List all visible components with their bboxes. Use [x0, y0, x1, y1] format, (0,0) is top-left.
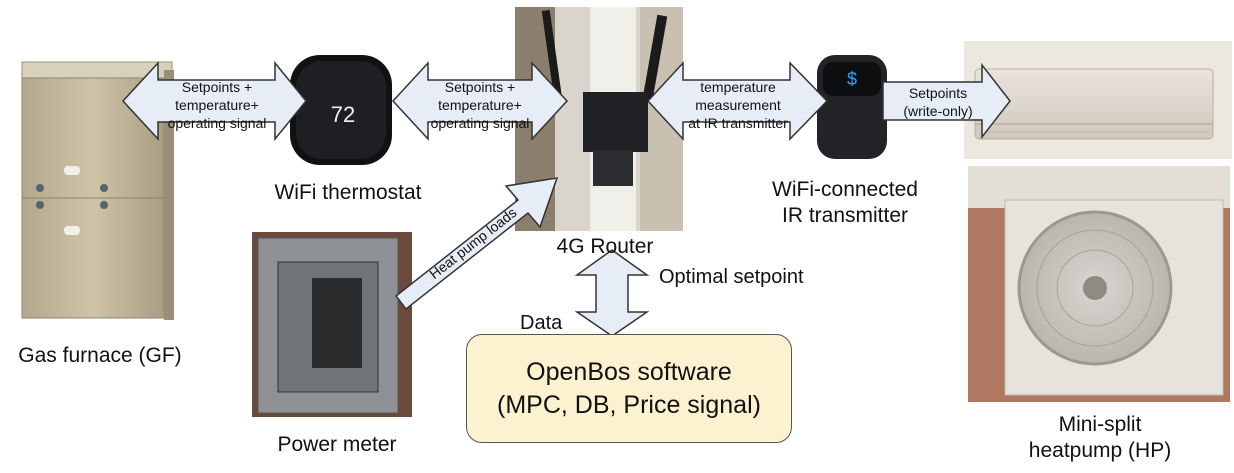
- arrow-furnace-thermostat: [121, 60, 307, 142]
- data-label: Data: [520, 312, 563, 334]
- arrow-label-furnace-thermostat: Setpoints + temperature+ operating signa…: [167, 79, 267, 131]
- ir-transmitter-image: $: [817, 55, 887, 159]
- thermostat-caption: WiFi thermostat: [274, 181, 422, 204]
- power-meter-image: [252, 232, 412, 417]
- optimal-setpoint-label: Optimal setpoint: [659, 266, 804, 288]
- thermostat-display: 72: [331, 102, 355, 127]
- wifi-thermostat-image: 72: [290, 55, 392, 165]
- arrow-router-software: [574, 249, 650, 337]
- software-title: OpenBos software: [526, 358, 732, 386]
- arrow-label-router-transmitter: temperature measurement at IR transmitte…: [688, 79, 788, 131]
- router-caption: 4G Router: [556, 235, 654, 258]
- heatpump-caption: Mini-split heatpump (HP): [1028, 413, 1172, 462]
- arrow-router-transmitter: [646, 61, 829, 141]
- arrow-transmitter-heatpump: [882, 62, 1011, 140]
- arrow-label-thermostat-router: Setpoints + temperature+ operating signa…: [430, 79, 530, 131]
- arrow-thermostat-router: [391, 61, 569, 141]
- transmitter-caption: WiFi-connected IR transmitter: [772, 178, 918, 227]
- furnace-caption: Gas furnace (GF): [18, 344, 182, 367]
- arrow-meter-router: [394, 177, 559, 311]
- arrow-label-transmitter-heatpump: Setpoints (write-only): [903, 85, 973, 119]
- heatpump-outdoor-image: [968, 166, 1230, 402]
- arrow-label-meter-router: Heat pump loads: [426, 204, 519, 282]
- power-meter-caption: Power meter: [277, 433, 397, 456]
- ir-transmitter-icon: $: [847, 69, 857, 89]
- software-subtitle: (MPC, DB, Price signal): [497, 390, 761, 419]
- openbos-software-box: OpenBos software (MPC, DB, Price signal): [466, 334, 792, 443]
